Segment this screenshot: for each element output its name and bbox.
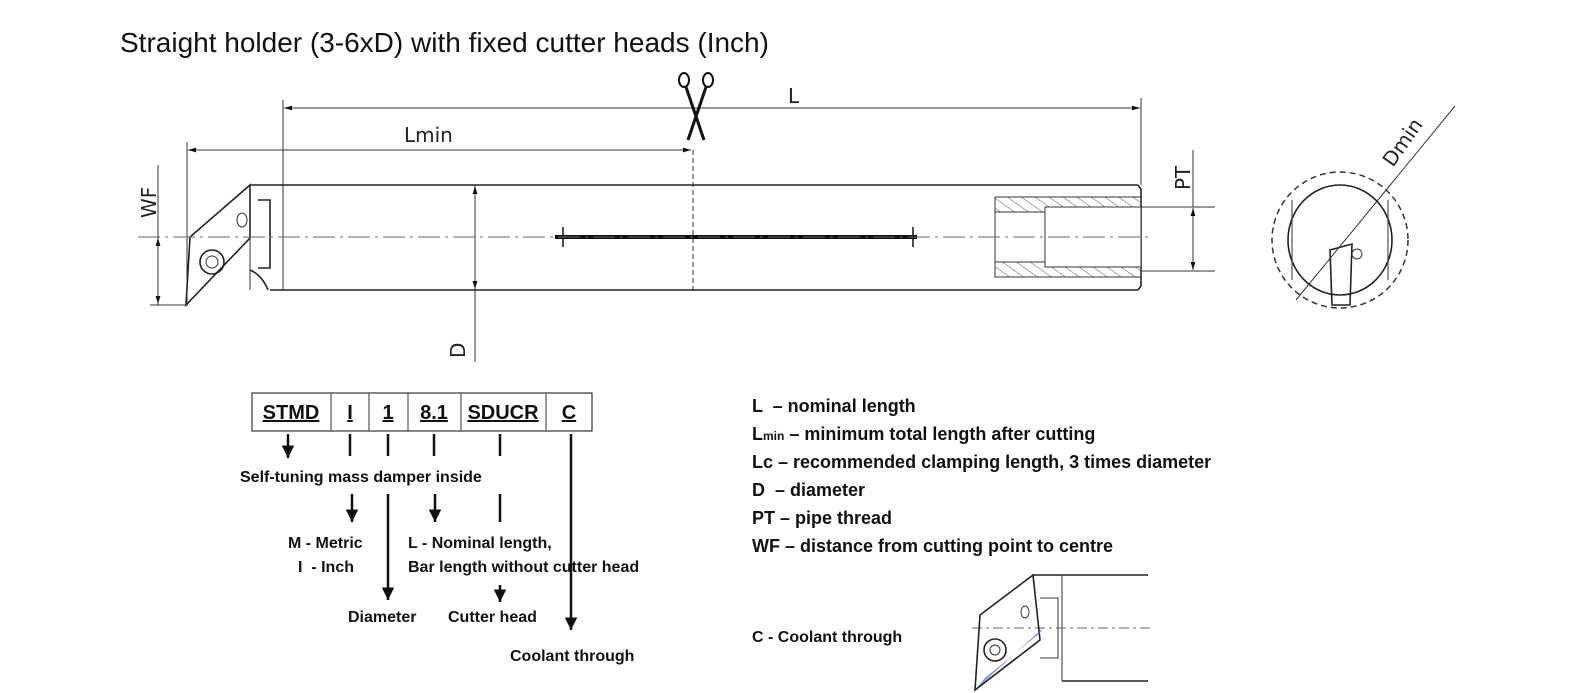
coolant-illustration: [972, 573, 1150, 692]
legend-item-L: L – nominal length: [752, 396, 916, 416]
dimension-PT: PT: [1141, 150, 1215, 272]
end-view: Dmin: [1271, 105, 1456, 309]
code-segment-unit: I: [347, 402, 353, 424]
cutter-insert: [185, 183, 271, 308]
explanation-cutter-head: Cutter head: [448, 609, 537, 626]
explanation-diameter: Diameter: [348, 609, 416, 626]
code-segment-cutter-head: SDUCR: [467, 402, 539, 424]
boring-bar: [138, 183, 1150, 308]
code-segment-diameter: 1: [382, 402, 393, 424]
label-PT: PT: [1171, 165, 1195, 190]
legend: L – nominal length Lmin – minimum total …: [752, 396, 1211, 646]
dimension-D: D: [446, 186, 478, 362]
label-L: L: [788, 84, 800, 108]
scissors-icon: [678, 72, 714, 141]
legend-item-WF: WF – distance from cutting point to cent…: [752, 536, 1113, 556]
explanation-inch: I - Inch: [298, 559, 354, 576]
label-Dmin: Dmin: [1377, 114, 1427, 171]
explanation-metric: M - Metric: [288, 535, 363, 552]
legend-item-Lmin: Lmin – minimum total length after cuttin…: [752, 424, 1095, 444]
legend-item-PT: PT – pipe thread: [752, 508, 892, 528]
label-Lmin: Lmin: [404, 123, 453, 147]
explanation-stmd: Self-tuning mass damper inside: [240, 469, 482, 486]
explanation-length-2: Bar length without cutter head: [408, 559, 639, 576]
legend-item-Lc: Lc – recommended clamping length, 3 time…: [752, 452, 1211, 472]
legend-item-D: D – diameter: [752, 480, 865, 500]
page-title: Straight holder (3-6xD) with fixed cutte…: [120, 27, 769, 58]
code-segment-length: 8.1: [420, 402, 448, 424]
code-segment-series: STMD: [263, 402, 320, 424]
dimension-L: L: [282, 84, 1142, 290]
code-segment-coolant: C: [562, 402, 576, 424]
dimension-Lmin: Lmin: [186, 123, 694, 305]
coolant-note: C - Coolant through: [752, 629, 902, 646]
explanation-coolant: Coolant through: [510, 648, 634, 665]
dimension-WF: WF: [137, 165, 188, 306]
coolant-spray: [975, 628, 1043, 690]
explanation-length-1: L - Nominal length,: [408, 535, 552, 552]
ordering-code: STMD I 1 8.1 SDUCR C Self-tuning mass da…: [240, 392, 639, 665]
label-D: D: [446, 343, 470, 358]
label-WF: WF: [137, 187, 161, 218]
